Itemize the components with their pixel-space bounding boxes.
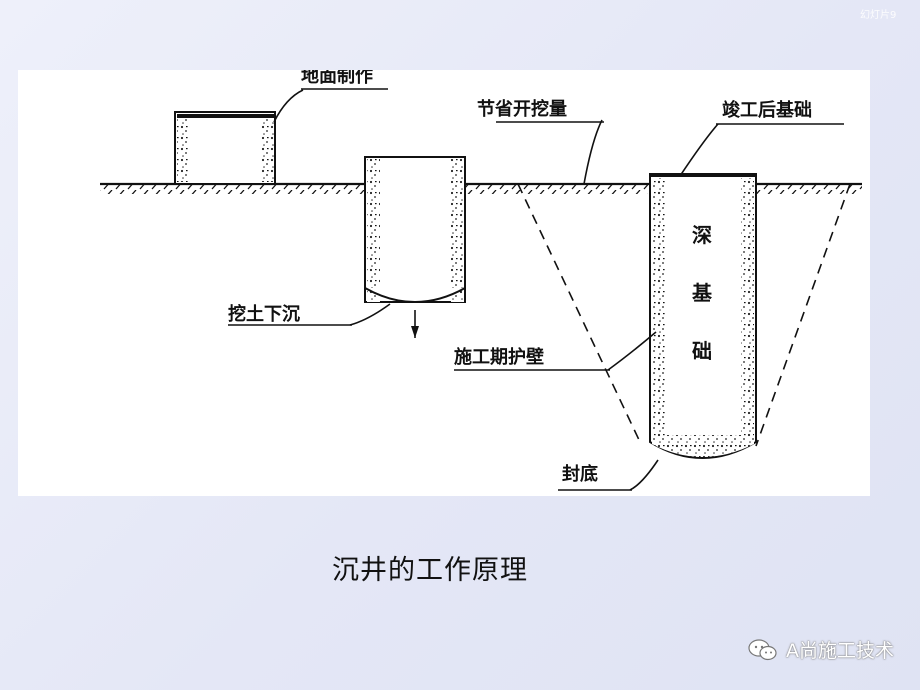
- caisson-diagram: 地面制作 挖土下沉 节省开挖量 深 基: [18, 70, 870, 496]
- caisson-ground-fabrication: [174, 111, 276, 185]
- leader-post-completion: [679, 123, 719, 177]
- leader-ground-fabrication: [273, 89, 304, 123]
- label-bottom-seal: 封底: [562, 463, 598, 485]
- watermark: A尚施工技术: [748, 636, 894, 663]
- label-ground-fabrication: 地面制作: [301, 70, 373, 87]
- caisson-completed-foundation: [649, 173, 757, 459]
- leader-bottom-seal: [629, 459, 659, 491]
- label-deep-foundation-2: 基: [692, 281, 713, 305]
- label-deep-foundation-3: 础: [692, 339, 712, 363]
- leader-excavation-savings: [583, 119, 603, 185]
- slide-page-tag: 幻灯片9: [860, 10, 897, 21]
- leader-retaining-wall: [607, 331, 657, 371]
- label-excavate-sink: 挖土下沉: [228, 303, 300, 325]
- watermark-text: A尚施工技术: [786, 640, 894, 662]
- leader-excavate-sink: [349, 303, 391, 326]
- open-excavation-outline: [517, 183, 851, 447]
- slide-caption: 沉井的工作原理: [332, 555, 528, 586]
- label-post-completion-foundation: 竣工后基础: [722, 99, 812, 121]
- label-deep-foundation-1: 深: [692, 223, 712, 247]
- label-construction-retaining-wall: 施工期护壁: [454, 346, 544, 368]
- wechat-icon: [748, 638, 777, 660]
- label-excavation-savings: 节省开挖量: [477, 98, 567, 120]
- caisson-sinking: [364, 156, 466, 338]
